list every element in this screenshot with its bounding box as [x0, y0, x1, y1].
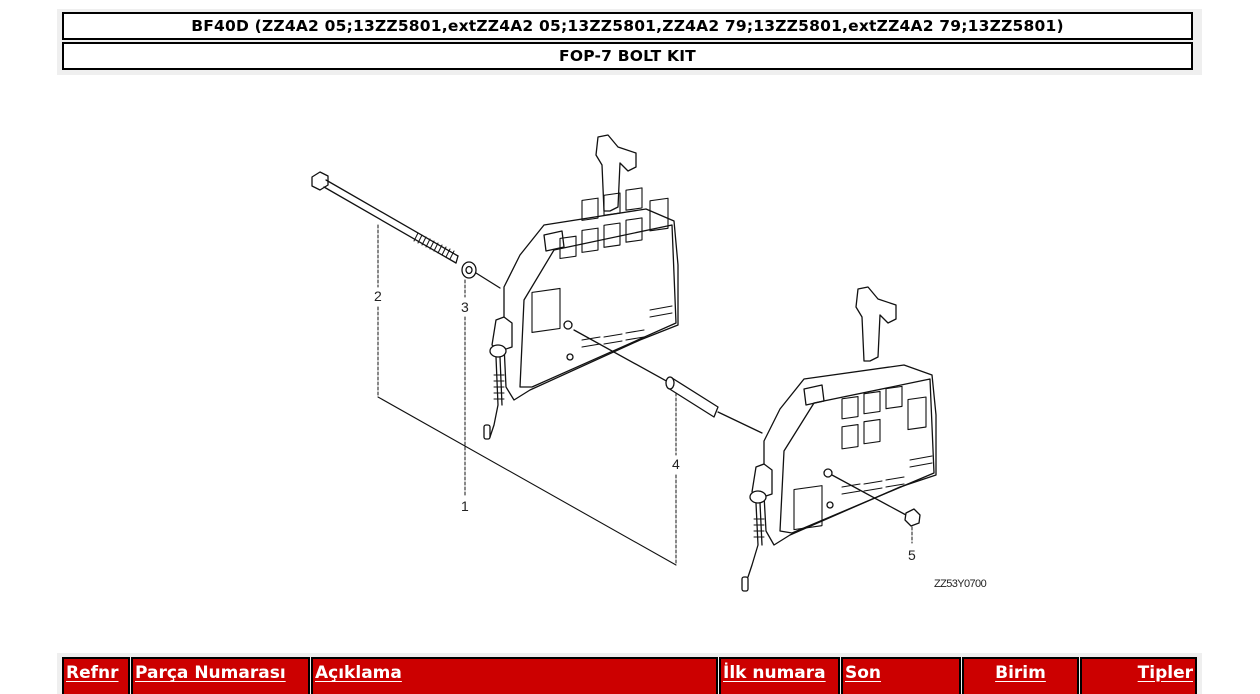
- bracket-lines: [377, 396, 677, 566]
- sort-first-number-link[interactable]: İlk numara: [723, 663, 826, 683]
- bolt-drawing: [311, 171, 459, 264]
- column-first-number[interactable]: İlk numara: [719, 657, 840, 694]
- column-part-number[interactable]: Parça Numarası: [131, 657, 310, 694]
- callout-5: 5: [908, 547, 916, 563]
- washer-drawing: [461, 261, 501, 289]
- leader-lines: [377, 224, 913, 566]
- sort-types-link[interactable]: Tipler: [1137, 663, 1193, 683]
- sort-unit-link[interactable]: Birim: [995, 663, 1046, 683]
- parts-table-header: Refnr Parça Numarası Açıklama İlk numara…: [57, 653, 1202, 694]
- column-refnr[interactable]: Refnr: [62, 657, 130, 694]
- sort-last-link[interactable]: Son: [845, 663, 882, 683]
- callout-1: 1: [461, 498, 469, 514]
- parts-diagram: 2 3 1 4 5 ZZ53Y0700: [300, 125, 1020, 605]
- column-types[interactable]: Tipler: [1080, 657, 1197, 694]
- callout-2: 2: [374, 288, 382, 304]
- callout-4: 4: [672, 456, 680, 472]
- sort-part-number-link[interactable]: Parça Numarası: [135, 663, 286, 683]
- sort-description-link[interactable]: Açıklama: [315, 663, 402, 683]
- callout-3: 3: [461, 299, 469, 315]
- exploded-view-illustration: [311, 134, 937, 592]
- column-description[interactable]: Açıklama: [311, 657, 718, 694]
- title-panel: BF40D (ZZ4A2 05;13ZZ5801,extZZ4A2 05;13Z…: [57, 9, 1202, 75]
- spacer-collar-drawing: [573, 329, 763, 434]
- nut-drawing: [904, 508, 921, 527]
- model-title: BF40D (ZZ4A2 05;13ZZ5801,extZZ4A2 05;13Z…: [62, 12, 1193, 40]
- diagram-code: ZZ53Y0700: [934, 578, 987, 590]
- control-box-right-drawing: [741, 286, 937, 592]
- column-unit[interactable]: Birim: [962, 657, 1079, 694]
- kit-title: FOP-7 BOLT KIT: [62, 42, 1193, 70]
- column-last[interactable]: Son: [841, 657, 961, 694]
- sort-refnr-link[interactable]: Refnr: [66, 663, 119, 683]
- control-box-left-drawing: [483, 134, 679, 440]
